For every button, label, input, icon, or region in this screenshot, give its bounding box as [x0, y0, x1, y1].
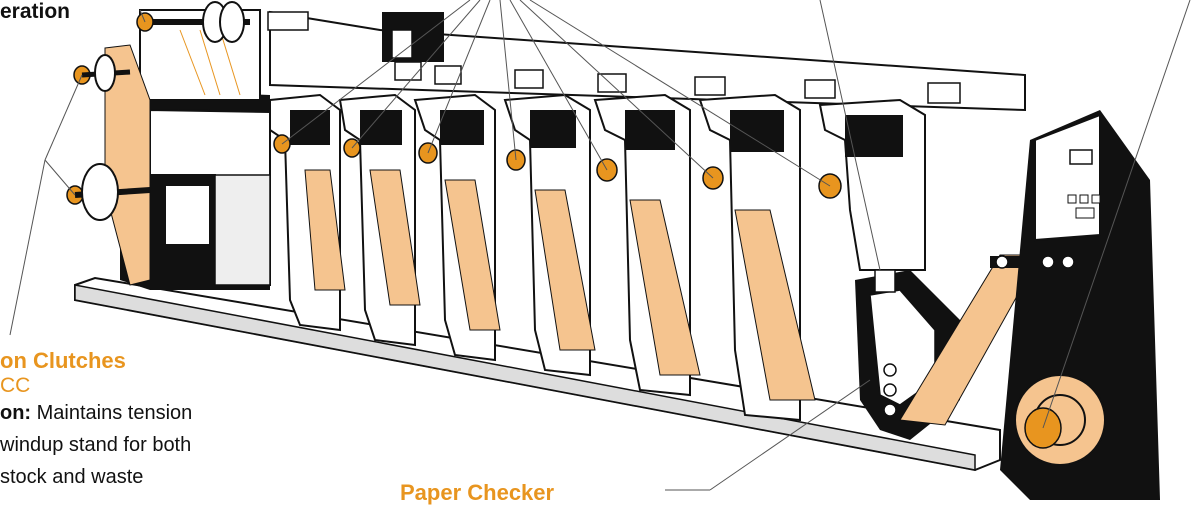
- print-station-7: [818, 98, 926, 271]
- clutches-description-text: Maintains tension: [31, 402, 193, 424]
- print-station-6: [698, 93, 816, 422]
- clutches-description-heading: on:: [0, 402, 32, 424]
- print-station-2: [338, 93, 421, 347]
- unwind-top-roll: [140, 1, 309, 43]
- print-station-5: [593, 93, 701, 397]
- clutches-subtitle: CC: [0, 374, 31, 397]
- station-control-panels: [394, 61, 961, 104]
- paper-checker-unit: [855, 269, 960, 440]
- print-station-1: [269, 93, 346, 332]
- back-wall: [269, 10, 1026, 112]
- clutches-description-line2: windup stand for both: [0, 434, 192, 456]
- paper-checker-label: Paper Checker: [400, 480, 555, 505]
- machine-base-side: [74, 284, 976, 471]
- operation-title-partial: eration: [0, 0, 71, 23]
- callout-leader-lines: [9, 0, 1191, 491]
- clutches-title: on Clutches: [0, 348, 126, 373]
- clutches-description-line1: on: Maintains tension: [0, 402, 192, 425]
- clutches-description-line3: stock and waste: [0, 466, 144, 488]
- print-station-3: [413, 93, 501, 362]
- print-station-4: [503, 93, 596, 377]
- unwind-stand: [120, 9, 271, 290]
- rewind-stand: [990, 110, 1160, 500]
- unwind-rolls: [74, 54, 151, 221]
